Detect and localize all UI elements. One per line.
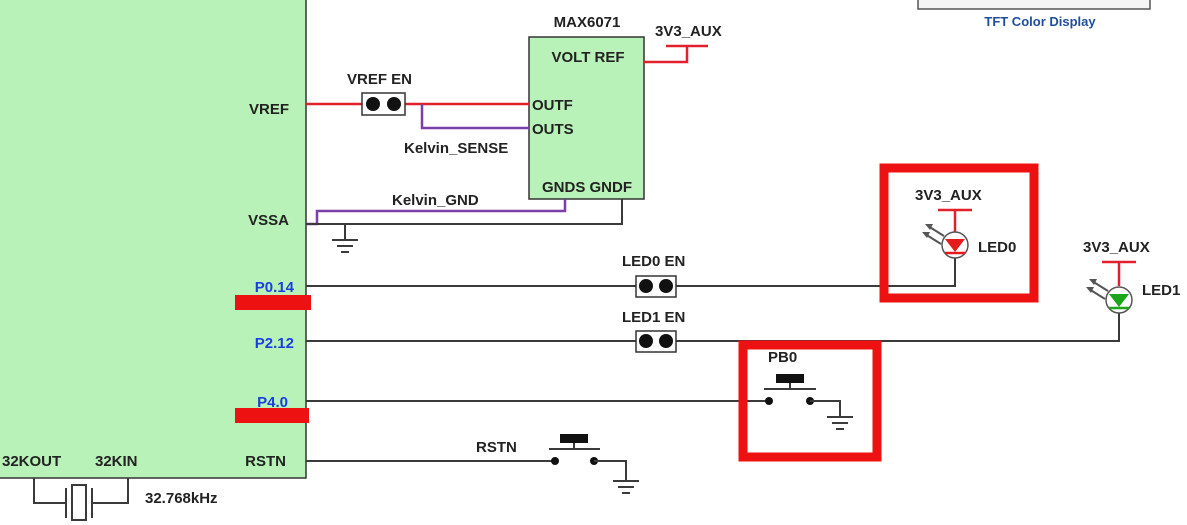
led1-en-label: LED1 EN	[622, 309, 685, 326]
gndf-net	[306, 199, 623, 225]
tft-display: TFT Color Display	[917, 0, 1151, 29]
chip-outs-label: OUTS	[532, 121, 574, 138]
led0-supply	[938, 208, 972, 232]
pin-32kin-label: 32KIN	[95, 453, 138, 470]
vref-en-label: VREF EN	[347, 71, 412, 88]
pin-p0-14-label: P0.14	[255, 279, 295, 296]
chip-volt-ref-label: VOLT REF	[551, 49, 624, 66]
tft-display-caption: TFT Color Display	[984, 14, 1096, 29]
pin-p0-14-highlight	[235, 295, 311, 310]
pb0-highlight-box	[738, 340, 882, 462]
led0-highlight-box	[879, 163, 1039, 303]
vref-en-jumper	[361, 92, 406, 116]
led0-en-label: LED0 EN	[622, 253, 685, 270]
kelvin-sense-net	[420, 104, 529, 130]
chip-outf-label: OUTF	[532, 97, 573, 114]
kelvin-gnd-label: Kelvin_GND	[392, 192, 479, 209]
pin-p4-0-highlight	[235, 408, 309, 423]
led0-label: LED0	[978, 239, 1016, 256]
vssa-ground-symbol	[332, 224, 358, 253]
led1-supply-label: 3V3_AUX	[1083, 239, 1150, 256]
pin-vssa-label: VSSA	[248, 212, 289, 229]
chip-body	[528, 36, 645, 200]
max6071-chip: MAX6071 VOLT REF OUTF OUTS GNDS GNDF	[528, 14, 645, 200]
led1-label: LED1	[1142, 282, 1180, 299]
chip-supply	[644, 44, 708, 64]
led0-net	[676, 254, 956, 287]
pin-p2-12-label: P2.12	[255, 335, 294, 352]
mcu-body	[0, 0, 307, 479]
pin-32kout-label: 32KOUT	[2, 453, 61, 470]
crystal-oscillator	[33, 478, 129, 521]
led0	[922, 224, 969, 259]
chip-gnd-pins-label: GNDS GNDF	[542, 179, 632, 196]
pin-p4-0-label: P4.0	[257, 394, 288, 411]
chip-supply-label: 3V3_AUX	[655, 23, 722, 40]
pb0-label: PB0	[768, 349, 797, 366]
rstn-button	[549, 434, 600, 465]
rstn-ground-symbol	[594, 460, 639, 494]
rstn-button-label: RSTN	[476, 439, 517, 456]
kelvin-sense-label: Kelvin_SENSE	[404, 140, 508, 157]
pb0-ground-symbol	[810, 400, 853, 430]
led0-supply-label: 3V3_AUX	[915, 187, 982, 204]
chip-name-label: MAX6071	[554, 14, 621, 31]
led1-net	[676, 312, 1120, 342]
led1	[1086, 279, 1133, 314]
pin-rstn-label: RSTN	[245, 453, 286, 470]
crystal-frequency-label: 32.768kHz	[145, 490, 218, 507]
pb0-button	[764, 374, 816, 405]
led0-en-jumper	[635, 275, 677, 298]
led1-supply	[1102, 260, 1136, 286]
pin-vref-label: VREF	[249, 101, 289, 118]
mcu-block: VREF VSSA P0.14 P2.12 P4.0 RSTN 32KOUT 3…	[0, 0, 311, 479]
led1-en-jumper	[635, 330, 677, 353]
